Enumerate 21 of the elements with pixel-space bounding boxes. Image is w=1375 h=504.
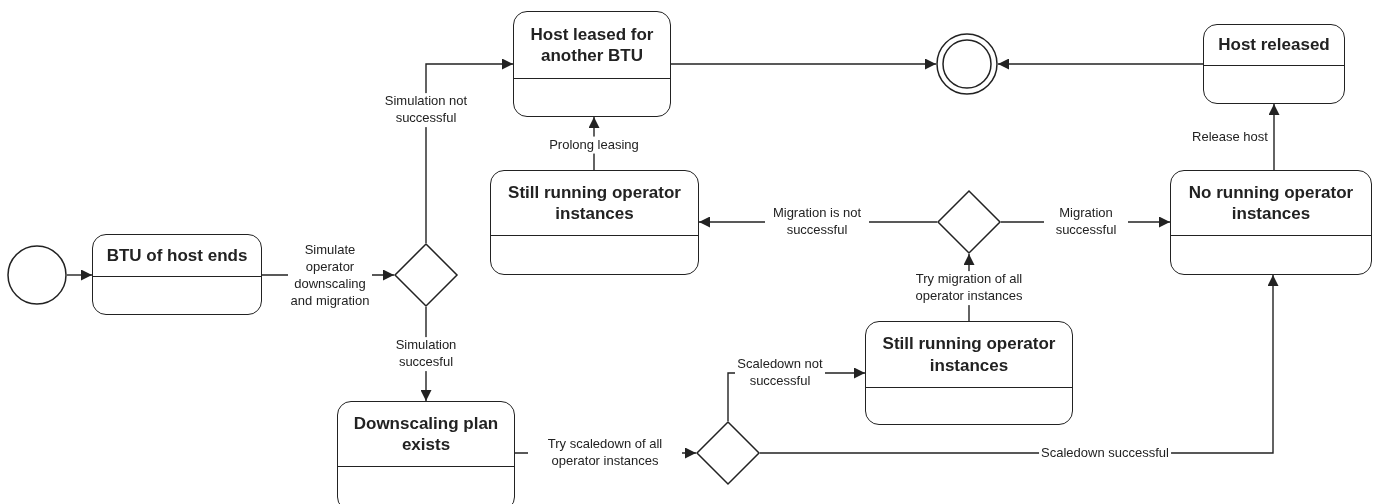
edge-label: Try scaledown of all operator instances bbox=[528, 436, 682, 470]
state-name: Host leased for another BTU bbox=[529, 23, 655, 67]
state-name: Still running operator instances bbox=[507, 181, 682, 225]
arrow bbox=[670, 58, 937, 70]
state-name: BTU of host ends bbox=[106, 244, 248, 267]
state-box bbox=[337, 401, 515, 504]
state-box bbox=[865, 321, 1073, 425]
arrow bbox=[1268, 103, 1280, 171]
state-box bbox=[1170, 170, 1372, 275]
arrow bbox=[66, 269, 93, 281]
state-box bbox=[1203, 24, 1345, 104]
state-name: Host released bbox=[1218, 34, 1330, 56]
edge-label: Simulate operator downscaling and migration bbox=[288, 242, 372, 310]
state-name: Downscaling plan exists bbox=[352, 412, 500, 456]
state-name: Still running operator instances bbox=[881, 333, 1057, 376]
state-box bbox=[490, 170, 699, 275]
state-box bbox=[92, 234, 262, 315]
arrow bbox=[997, 58, 1204, 70]
edge-label: Prolong leasing bbox=[547, 136, 641, 154]
state-name: No running operator instances bbox=[1187, 181, 1355, 225]
state-box bbox=[513, 11, 671, 117]
